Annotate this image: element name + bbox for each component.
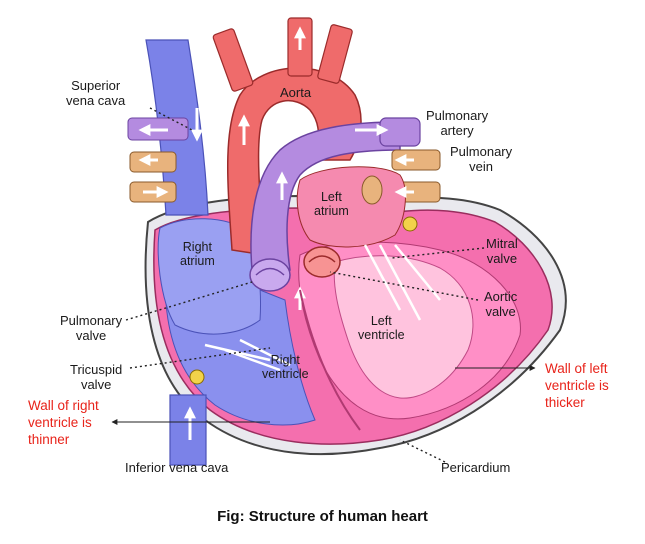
figure-caption: Fig: Structure of human heart xyxy=(217,508,428,525)
label-left-atrium: Left atrium xyxy=(314,190,349,218)
left-atrium-flap xyxy=(361,175,383,205)
label-left-ventricle: Left ventricle xyxy=(358,314,405,342)
inferior-vena-cava xyxy=(169,394,207,466)
aortic-valve xyxy=(303,246,341,278)
left-ventricle-inner xyxy=(333,255,474,399)
label-tricuspid-valve: Tricuspid valve xyxy=(70,362,123,392)
pulmonary-artery-left-branch xyxy=(379,117,421,147)
valve-node-right xyxy=(189,369,205,385)
label-pulmonary-vein: Pulmonary vein xyxy=(450,144,513,174)
label-pulmonary-artery: Pulmonary artery xyxy=(426,108,489,138)
label-wall-right-ventricle: Wall of right ventricle is thinner xyxy=(28,398,99,447)
label-pericardium: Pericardium xyxy=(441,460,511,475)
label-inferior-vena-cava: Inferior vena cava xyxy=(125,460,229,475)
label-wall-left-ventricle: Wall of left ventricle is thicker xyxy=(545,361,609,410)
label-right-ventricle: Right ventricle xyxy=(262,353,309,381)
label-pulmonary-valve: Pulmonary valve xyxy=(60,313,123,343)
label-right-atrium: Right atrium xyxy=(180,240,215,268)
label-aortic-valve: Aortic valve xyxy=(484,289,518,319)
septum xyxy=(299,289,361,431)
label-aorta: Aorta xyxy=(280,85,312,100)
aortic-branches xyxy=(212,17,353,92)
label-superior-vena-cava: Superior vena cava xyxy=(66,78,126,108)
leader-lines xyxy=(125,107,485,463)
valve-node-left xyxy=(402,216,418,232)
pulmonary-valve xyxy=(249,258,291,292)
label-mitral-valve: Mitral valve xyxy=(486,236,518,266)
